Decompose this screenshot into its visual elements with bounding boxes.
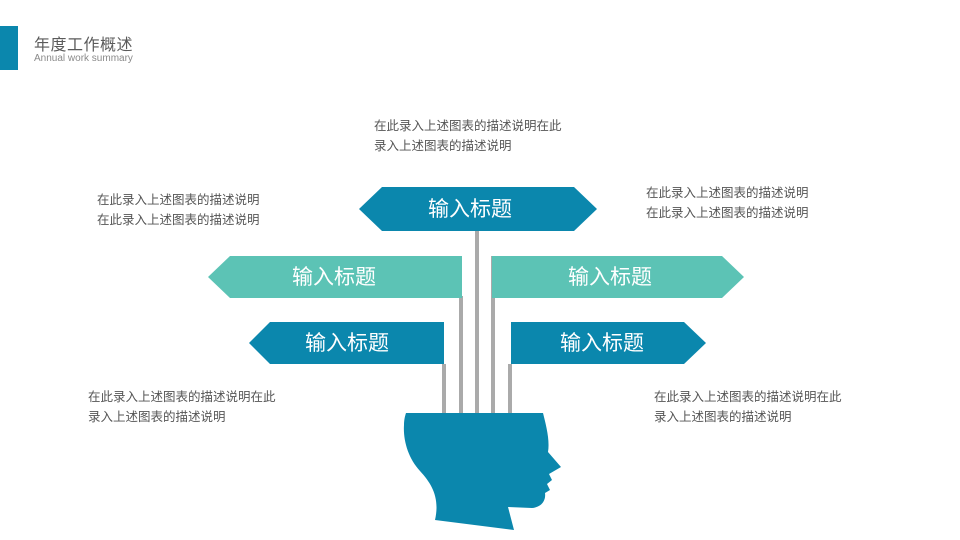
description-top: 在此录入上述图表的描述说明在此 录入上述图表的描述说明 (374, 116, 562, 156)
description-line: 在此录入上述图表的描述说明 (97, 212, 260, 227)
sign-left-upper: 输入标题 (208, 256, 462, 298)
description-lower-left: 在此录入上述图表的描述说明在此 录入上述图表的描述说明 (88, 387, 276, 427)
sign-top: 输入标题 (359, 187, 597, 231)
sign-right-lower: 输入标题 (511, 322, 706, 364)
sign-right-upper: 输入标题 (492, 256, 744, 298)
sign-right-lower-shape (511, 322, 706, 364)
sign-top-shape (359, 187, 597, 231)
post-right-lower (508, 364, 512, 413)
sign-right-lower-label: 输入标题 (560, 331, 644, 355)
sign-left-lower-shape (249, 322, 444, 364)
sign-left-upper-shape (208, 256, 462, 298)
description-line: 在此录入上述图表的描述说明 (646, 205, 809, 220)
head-silhouette-icon (403, 413, 561, 530)
post-right-upper (491, 256, 495, 413)
sign-left-upper-label: 输入标题 (292, 265, 376, 289)
description-line: 在此录入上述图表的描述说明在此 (88, 389, 276, 404)
description-line: 在此录入上述图表的描述说明在此 (654, 389, 842, 404)
sign-left-lower-label: 输入标题 (305, 331, 389, 355)
accent-bar (0, 26, 18, 70)
post-center (475, 228, 479, 413)
description-line: 在此录入上述图表的描述说明在此 (374, 118, 562, 133)
description-line: 在此录入上述图表的描述说明 (646, 185, 809, 200)
sign-left-lower: 输入标题 (249, 322, 444, 364)
post-left-upper (459, 296, 463, 413)
sign-right-upper-label: 输入标题 (568, 265, 652, 289)
sign-right-upper-shape (492, 256, 744, 298)
description-line: 录入上述图表的描述说明 (654, 409, 792, 424)
sign-posts (442, 228, 512, 413)
description-line: 录入上述图表的描述说明 (374, 138, 512, 153)
page-title: 年度工作概述 (34, 35, 134, 54)
description-upper-left: 在此录入上述图表的描述说明 在此录入上述图表的描述说明 (97, 190, 260, 230)
sign-top-label: 输入标题 (428, 197, 512, 221)
description-line: 录入上述图表的描述说明 (88, 409, 226, 424)
description-upper-right: 在此录入上述图表的描述说明 在此录入上述图表的描述说明 (646, 183, 809, 223)
page-subtitle: Annual work summary (34, 53, 133, 64)
post-left-lower (442, 364, 446, 413)
description-line: 在此录入上述图表的描述说明 (97, 192, 260, 207)
description-lower-right: 在此录入上述图表的描述说明在此 录入上述图表的描述说明 (654, 387, 842, 427)
